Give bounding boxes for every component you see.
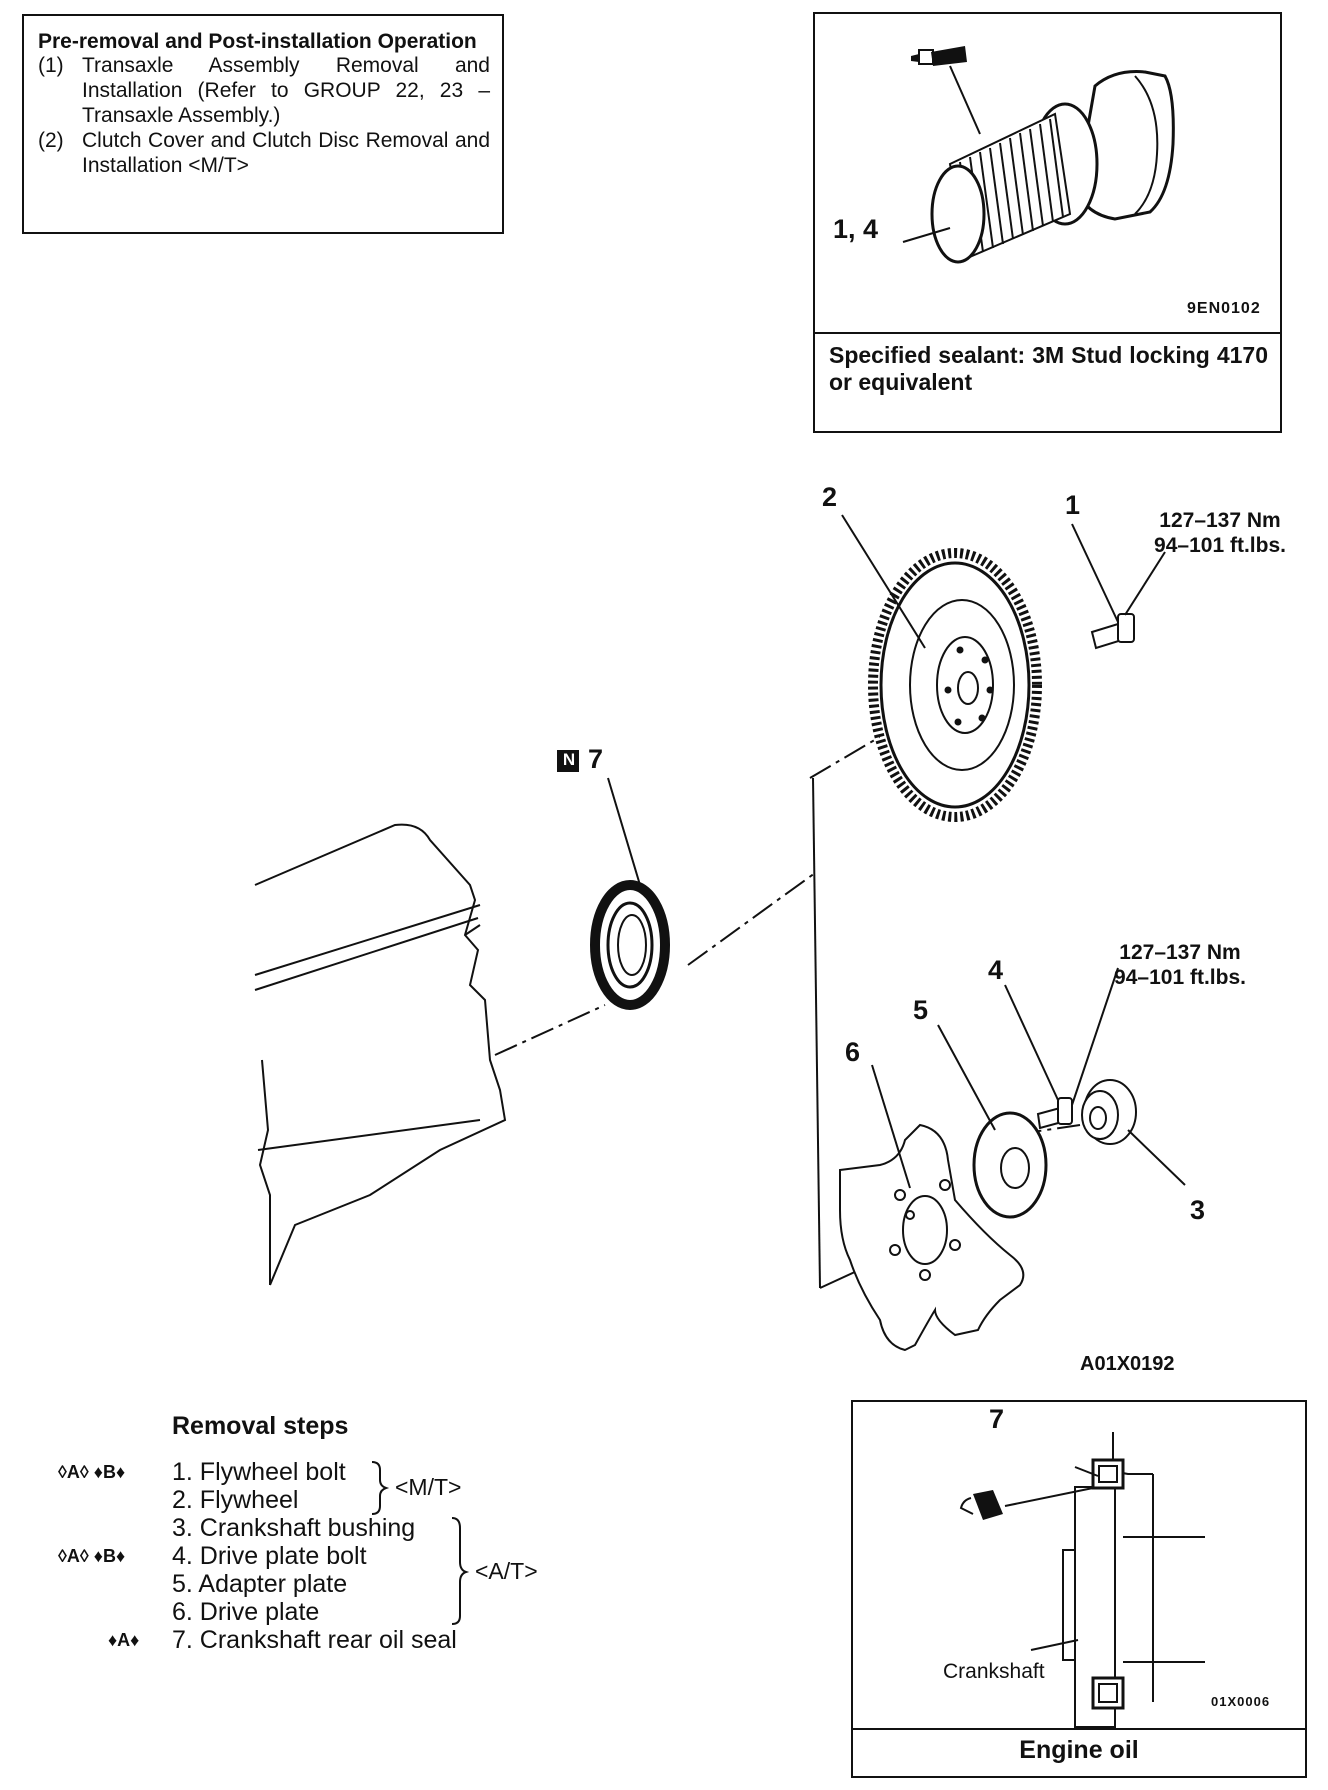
step-item: 4. Drive plate bolt	[172, 1542, 367, 1570]
oil-seal-figure: 7 Crankshaft 01X0006	[853, 1402, 1305, 1730]
label-part-7: 7	[989, 1404, 1005, 1434]
step-item: 3. Crankshaft bushing	[172, 1514, 416, 1542]
torque-ftlbs: 94–101 ft.lbs.	[1114, 966, 1246, 989]
figure-code: 9EN0102	[1187, 300, 1261, 317]
pre-removal-item: (1) Transaxle Assembly Removal and Insta…	[38, 53, 490, 128]
bolt-sealant-figure: 1, 4 9EN0102	[815, 14, 1280, 334]
engine-oil-caption: Engine oil	[1019, 1736, 1139, 1764]
bolt-illustration	[902, 46, 1175, 264]
pre-removal-item: (2) Clutch Cover and Clutch Disc Removal…	[38, 128, 490, 178]
sealant-caption: Specified sealant: 3M Stud locking 4170 …	[829, 342, 1268, 395]
step-item: 1. Flywheel bolt	[172, 1458, 346, 1486]
label-part-5: 5	[913, 995, 929, 1025]
at-label: <A/T>	[475, 1558, 538, 1584]
item-text: Clutch Cover and Clutch Disc Removal and…	[82, 129, 490, 177]
drive-plate	[839, 1123, 1025, 1352]
torque-spec-1: 127–137 Nm 94–101 ft.lbs.	[1120, 508, 1320, 558]
step-item: 5. Adapter plate	[172, 1570, 348, 1598]
item-text: Transaxle Assembly Removal and Installat…	[82, 54, 490, 127]
crankshaft-label: Crankshaft	[943, 1660, 1045, 1683]
flywheel-exploded-diagram	[254, 514, 1186, 1352]
drive-plate-bolt	[1036, 1097, 1073, 1130]
item-number: (2)	[38, 129, 64, 152]
engine-block	[254, 823, 507, 1286]
torque-nm: 127–137 Nm	[1159, 509, 1281, 532]
label-part-1: 1	[1065, 490, 1081, 520]
oil-seal-lower	[1091, 1676, 1125, 1710]
service-mark: ♦A♦	[108, 1630, 140, 1650]
figure-code: 01X0006	[1211, 1694, 1271, 1709]
label-part-2: 2	[822, 482, 838, 512]
new-part-mark-icon	[557, 750, 579, 772]
service-mark: ◊A◊ ♦B♦	[58, 1462, 126, 1482]
step-item: 7. Crankshaft rear oil seal	[172, 1626, 457, 1654]
adapter-plate	[972, 1111, 1048, 1219]
mt-label: <M/T>	[395, 1474, 462, 1500]
step-item: 6. Drive plate	[172, 1598, 320, 1626]
diagram-code: A01X0192	[1080, 1353, 1175, 1375]
crankshaft-seal-illustration	[959, 1432, 1205, 1728]
engine-oil-detail-box: 7 Crankshaft 01X0006 Engine oil	[851, 1400, 1307, 1778]
sealant-tube-icon	[911, 46, 967, 66]
torque-spec-4: 127–137 Nm 94–101 ft.lbs.	[1085, 940, 1275, 990]
pre-removal-title: Pre-removal and Post-installation Operat…	[38, 30, 477, 53]
service-mark: ◊A◊ ♦B♦	[58, 1546, 126, 1566]
step-item: 2. Flywheel	[172, 1486, 299, 1514]
label-part-6: 6	[845, 1037, 861, 1067]
item-number: (1)	[38, 54, 64, 77]
label-part-3: 3	[1190, 1195, 1206, 1225]
part-label-1-4: 1, 4	[833, 214, 879, 244]
new-part-mark-label: N	[562, 750, 576, 769]
pre-removal-note-box: Pre-removal and Post-installation Operat…	[22, 14, 504, 234]
step-braces	[371, 1461, 470, 1625]
sealant-detail-box: 1, 4 9EN0102 Specified sealant: 3M Stud …	[813, 12, 1282, 433]
flywheel-bolt	[1090, 613, 1135, 650]
label-part-7: 7	[588, 744, 604, 774]
oil-can-icon	[959, 1490, 1003, 1520]
label-part-4: 4	[988, 955, 1004, 985]
removal-steps-heading: Removal steps	[172, 1412, 349, 1440]
oil-seal-upper	[1091, 1458, 1125, 1490]
flywheel	[868, 548, 1042, 822]
crankshaft-rear-oil-seal	[590, 880, 670, 1010]
torque-ftlbs: 94–101 ft.lbs.	[1154, 534, 1286, 557]
torque-nm: 127–137 Nm	[1119, 941, 1241, 964]
crankshaft-bushing	[1081, 1079, 1137, 1145]
